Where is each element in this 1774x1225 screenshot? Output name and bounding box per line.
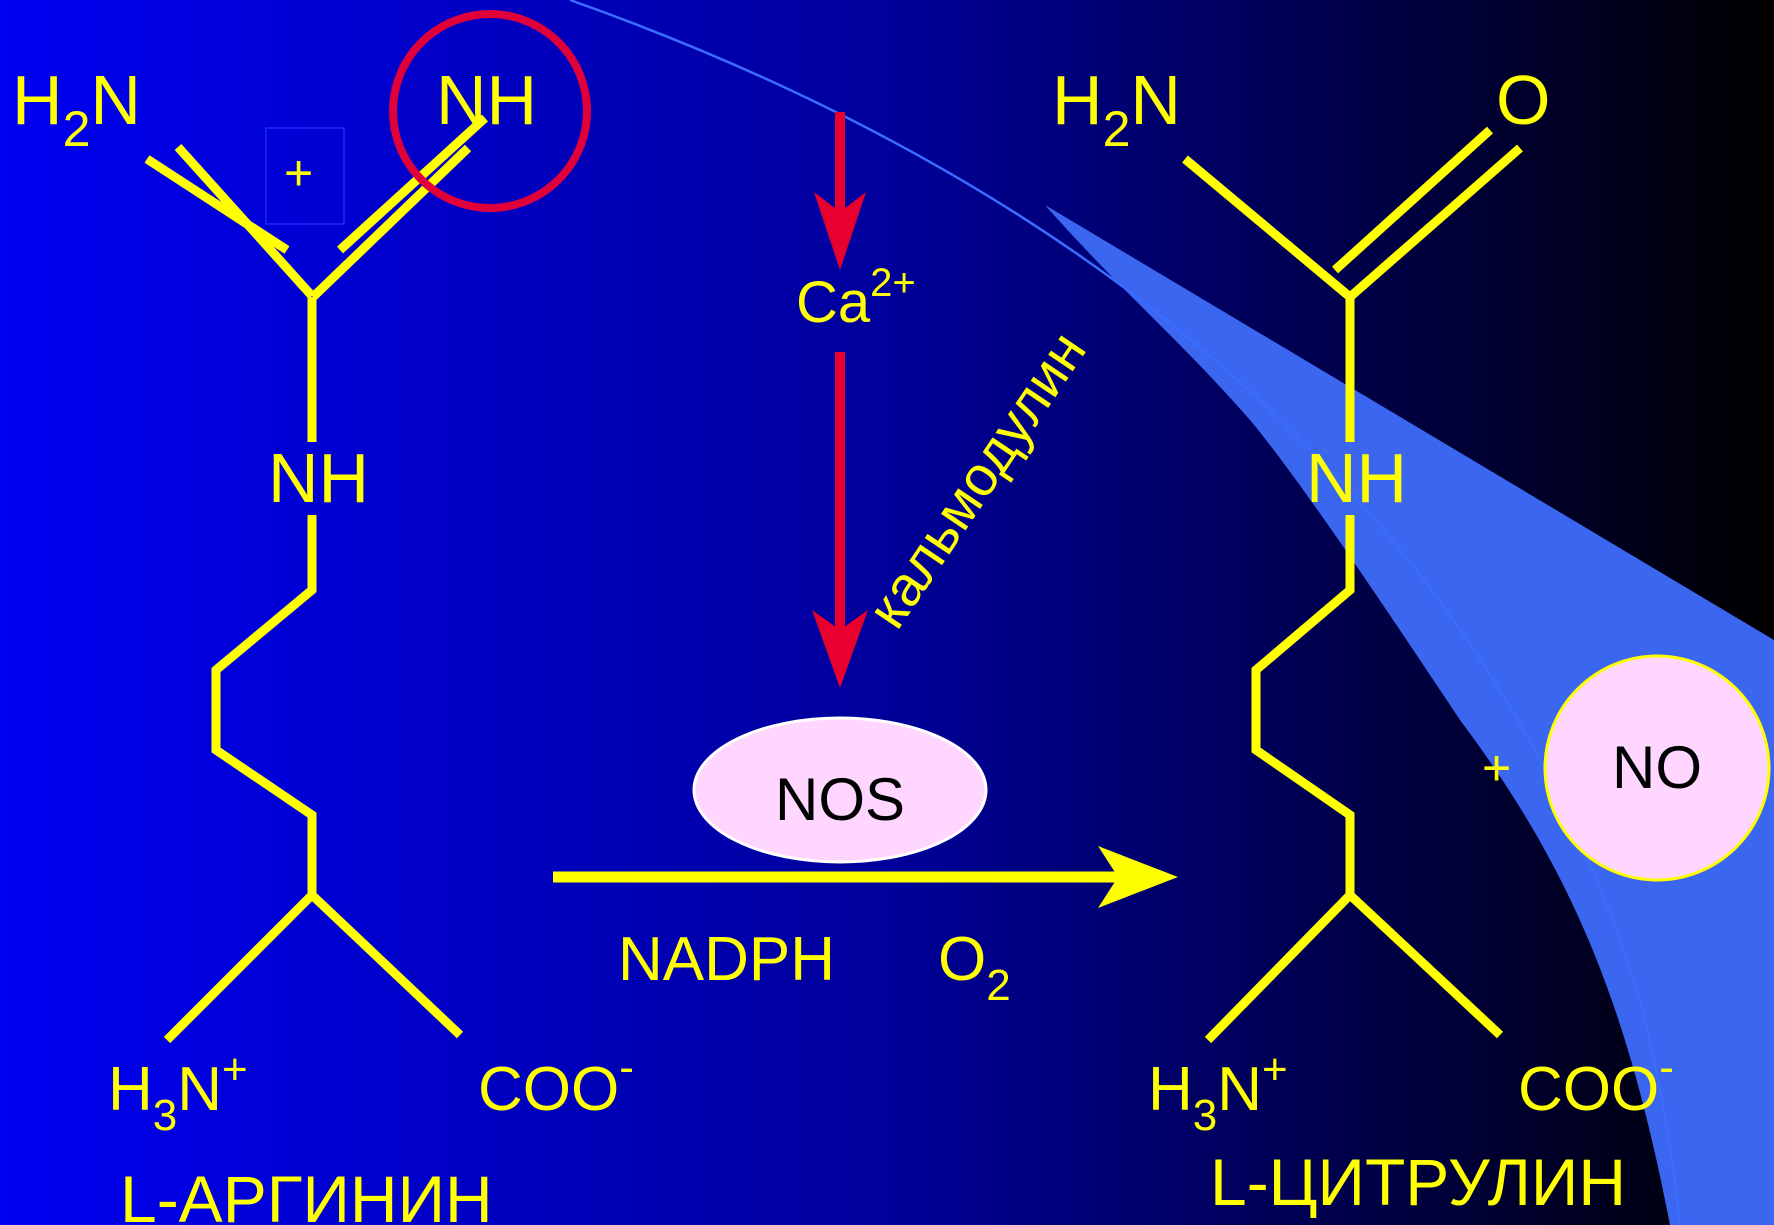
citrulline-coo: COO- [1518,1043,1674,1124]
arginine-h2n: H2N [12,61,141,157]
bond [1346,891,1504,1039]
nh-highlight-circle [389,10,591,212]
chain [1251,515,1355,895]
no-circle [1543,654,1771,882]
bond [308,891,464,1039]
bond [144,155,290,254]
plus-sign: + [1482,740,1511,796]
citrulline-h3n: H3N+ [1148,1045,1288,1140]
arrow-head [814,192,866,270]
bond [309,144,472,301]
nos-ellipse [692,716,988,864]
bond [174,143,316,300]
citrulline-name: L-ЦИТРУЛИН [1210,1145,1626,1219]
citrulline-oxygen: O [1496,61,1550,139]
arginine-h3n: H3N+ [108,1045,248,1140]
decorative-arc [569,0,1682,1225]
arginine-name: L-АРГИНИН [120,1162,493,1225]
oxygen-label: O2 [938,925,1011,1010]
arrow-head [812,610,868,688]
citrulline-nh: NH [1306,439,1407,517]
nos-label: NOS [775,766,905,833]
arginine-structure [144,114,489,1044]
charge-plus: + [284,145,313,201]
bond [336,114,489,254]
arginine-nh-imine: NH [436,61,537,139]
chain [211,515,317,895]
bond [1331,126,1494,274]
bond [163,891,316,1044]
no-label: NO [1612,734,1702,801]
calcium-arrows [812,112,868,688]
arginine-coo: COO- [478,1043,634,1124]
nadph-label: NADPH [618,925,835,994]
charge-box [265,127,345,225]
arrow-head [1098,846,1178,908]
bond [1347,144,1523,301]
citrulline-h2n: H2N [1052,61,1181,157]
calcium-label: Ca2+ [796,261,916,335]
bond [1204,891,1354,1044]
reaction-arrow [553,846,1178,908]
bond [1182,155,1353,301]
arginine-nh: NH [268,439,369,517]
citrulline-structure [1182,126,1523,1044]
